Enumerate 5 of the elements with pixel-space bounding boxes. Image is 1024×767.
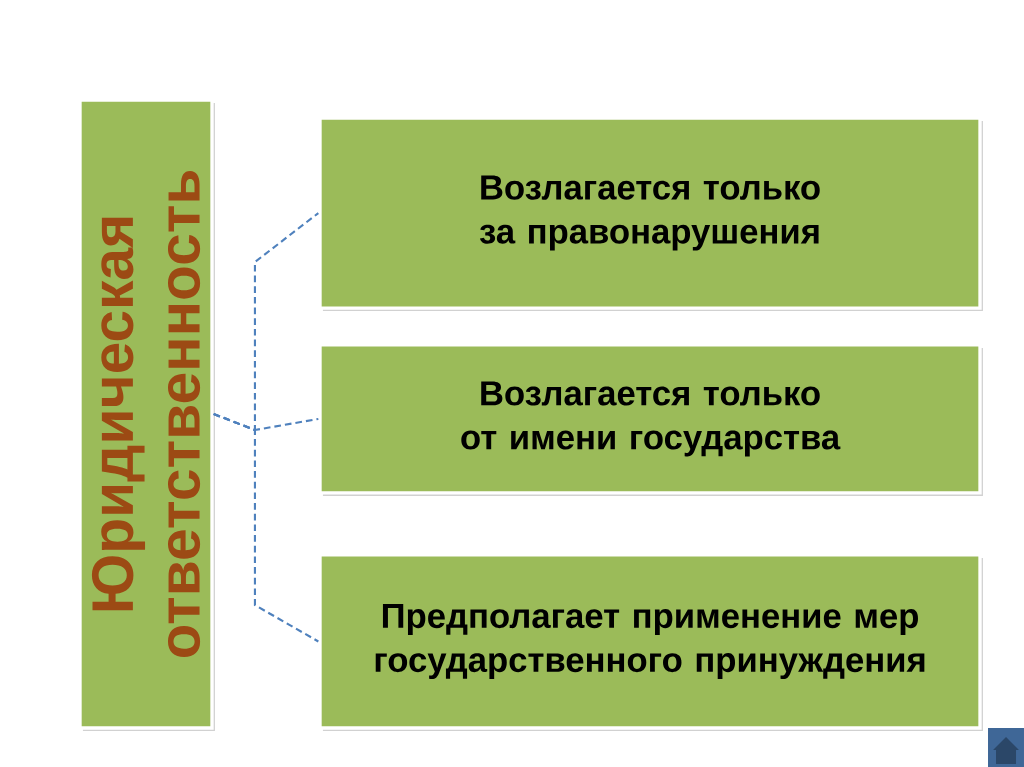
statement-box: Возлагается только за правонарушения — [318, 116, 982, 310]
connector — [213, 413, 319, 643]
statement-box: Предполагает применение мер государственного принуждения — [318, 553, 982, 730]
title-box: Юридическая ответственность — [78, 98, 214, 730]
statement-box: Возлагается только от имени государства — [318, 343, 982, 495]
